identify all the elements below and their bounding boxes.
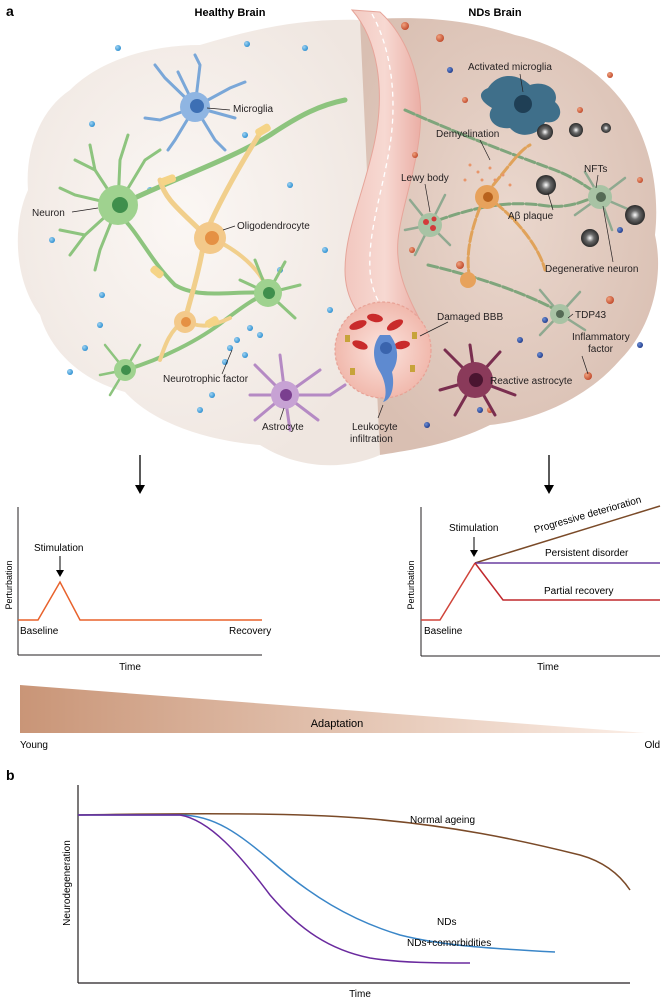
abeta-plaques [536, 123, 645, 247]
label-microglia: Microglia [233, 104, 273, 115]
panel-a-label: a [6, 3, 14, 19]
label-demyelination: Demyelination [436, 129, 499, 140]
label-neurotrophic-factor: Neurotrophic factor [163, 374, 249, 385]
tdp43-neuron [538, 288, 587, 337]
oligodendrocyte-cell [194, 222, 226, 254]
nds-brain-region [360, 18, 659, 455]
adaptation-label: Adaptation [311, 718, 364, 730]
damaged-bbb [334, 301, 432, 402]
label-nds: NDs [437, 917, 456, 928]
nds-brain-title: NDs Brain [468, 7, 521, 19]
nds-labels: Activated microglia Demyelination Lewy b… [350, 62, 638, 445]
neuron-cell-3 [98, 343, 142, 397]
label-tdp43: TDP43 [575, 310, 607, 321]
panel-b-xlabel: Time [349, 989, 371, 1000]
progressive-deterioration-label: Progressive deterioration [533, 495, 643, 536]
label-damaged-bbb: Damaged BBB [437, 312, 503, 323]
label-astrocyte: Astrocyte [262, 422, 304, 433]
microglia-cell [143, 53, 247, 152]
healthy-perturbation-label: Perturbation [4, 560, 14, 609]
demyelination-debris [463, 163, 512, 187]
old-label: Old [644, 740, 660, 751]
panel-b-label: b [6, 767, 15, 783]
nds-plot: Stimulation Baseline Progressive deterio… [406, 495, 661, 673]
partial-recovery-label: Partial recovery [544, 586, 613, 597]
healthy-stimulation-label: Stimulation [34, 543, 83, 554]
lewy-body-neuron [403, 193, 452, 257]
label-nds-comorbidities: NDs+comorbidities [407, 938, 491, 949]
healthy-brain-title: Healthy Brain [195, 7, 266, 19]
healthy-response-curve [18, 580, 262, 621]
healthy-labels: Microglia Neuron Oligodendrocyte Neurotr… [32, 104, 310, 433]
curve-nds [78, 814, 556, 953]
vessel-center-dash [369, 13, 401, 331]
activated-microglia-cell [480, 75, 561, 135]
reactive-astrocyte-cell [438, 343, 517, 417]
nds-rise-curve [421, 562, 476, 621]
label-nfts: NFTs [584, 164, 607, 175]
healthy-baseline-label: Baseline [20, 626, 59, 637]
panel-b-ylabel: Neurodegeneration [62, 840, 73, 926]
panel-b-chart: Normal ageing NDs NDs+comorbidities Neur… [62, 785, 631, 1000]
label-abeta-plaque: Aβ plaque [508, 211, 554, 222]
neuron-cell [58, 133, 162, 272]
oligodendrocyte-cell-2 [174, 311, 196, 333]
healthy-recovery-label: Recovery [229, 626, 271, 637]
label-degenerative-neuron: Degenerative neuron [545, 264, 638, 275]
neuron-cell-2 [238, 258, 302, 320]
label-leader-lines [71, 73, 614, 421]
down-arrows [135, 455, 554, 494]
partial-recovery-line [474, 562, 660, 601]
label-inflammatory-2: factor [588, 344, 614, 355]
curve-normal-ageing [77, 813, 631, 891]
myelin-segments [150, 123, 271, 328]
curve-nds-comorbidities [78, 814, 471, 964]
astrocyte-cell [248, 353, 347, 432]
label-activated-microglia: Activated microglia [468, 62, 552, 73]
demyelinating-oligodendrocyte [460, 185, 499, 288]
adaptation-wedge: Adaptation Young Old [20, 685, 660, 751]
label-leukocyte-1: Leukocyte [352, 422, 398, 433]
nds-perturbation-label: Perturbation [406, 560, 416, 609]
nds-baseline-label: Baseline [424, 626, 463, 637]
label-inflammatory-1: Inflammatory [572, 332, 630, 343]
label-neuron: Neuron [32, 208, 65, 219]
label-reactive-astrocyte: Reactive astrocyte [490, 376, 573, 387]
label-normal-ageing: Normal ageing [410, 815, 475, 826]
inflammatory-dots [401, 22, 643, 428]
label-leukocyte-2: infiltration [350, 434, 393, 445]
nds-time-label: Time [537, 662, 559, 673]
healthy-plot: Stimulation Baseline Recovery Time Pertu… [4, 507, 271, 673]
label-lewy-body: Lewy body [401, 173, 449, 184]
progressive-deterioration-line [474, 505, 661, 564]
label-oligodendrocyte: Oligodendrocyte [237, 221, 310, 232]
young-label: Young [20, 740, 48, 751]
healthy-time-label: Time [119, 662, 141, 673]
degenerative-neuron-cell [573, 170, 632, 232]
nds-stimulation-label: Stimulation [449, 523, 498, 534]
persistent-disorder-label: Persistent disorder [545, 548, 629, 559]
